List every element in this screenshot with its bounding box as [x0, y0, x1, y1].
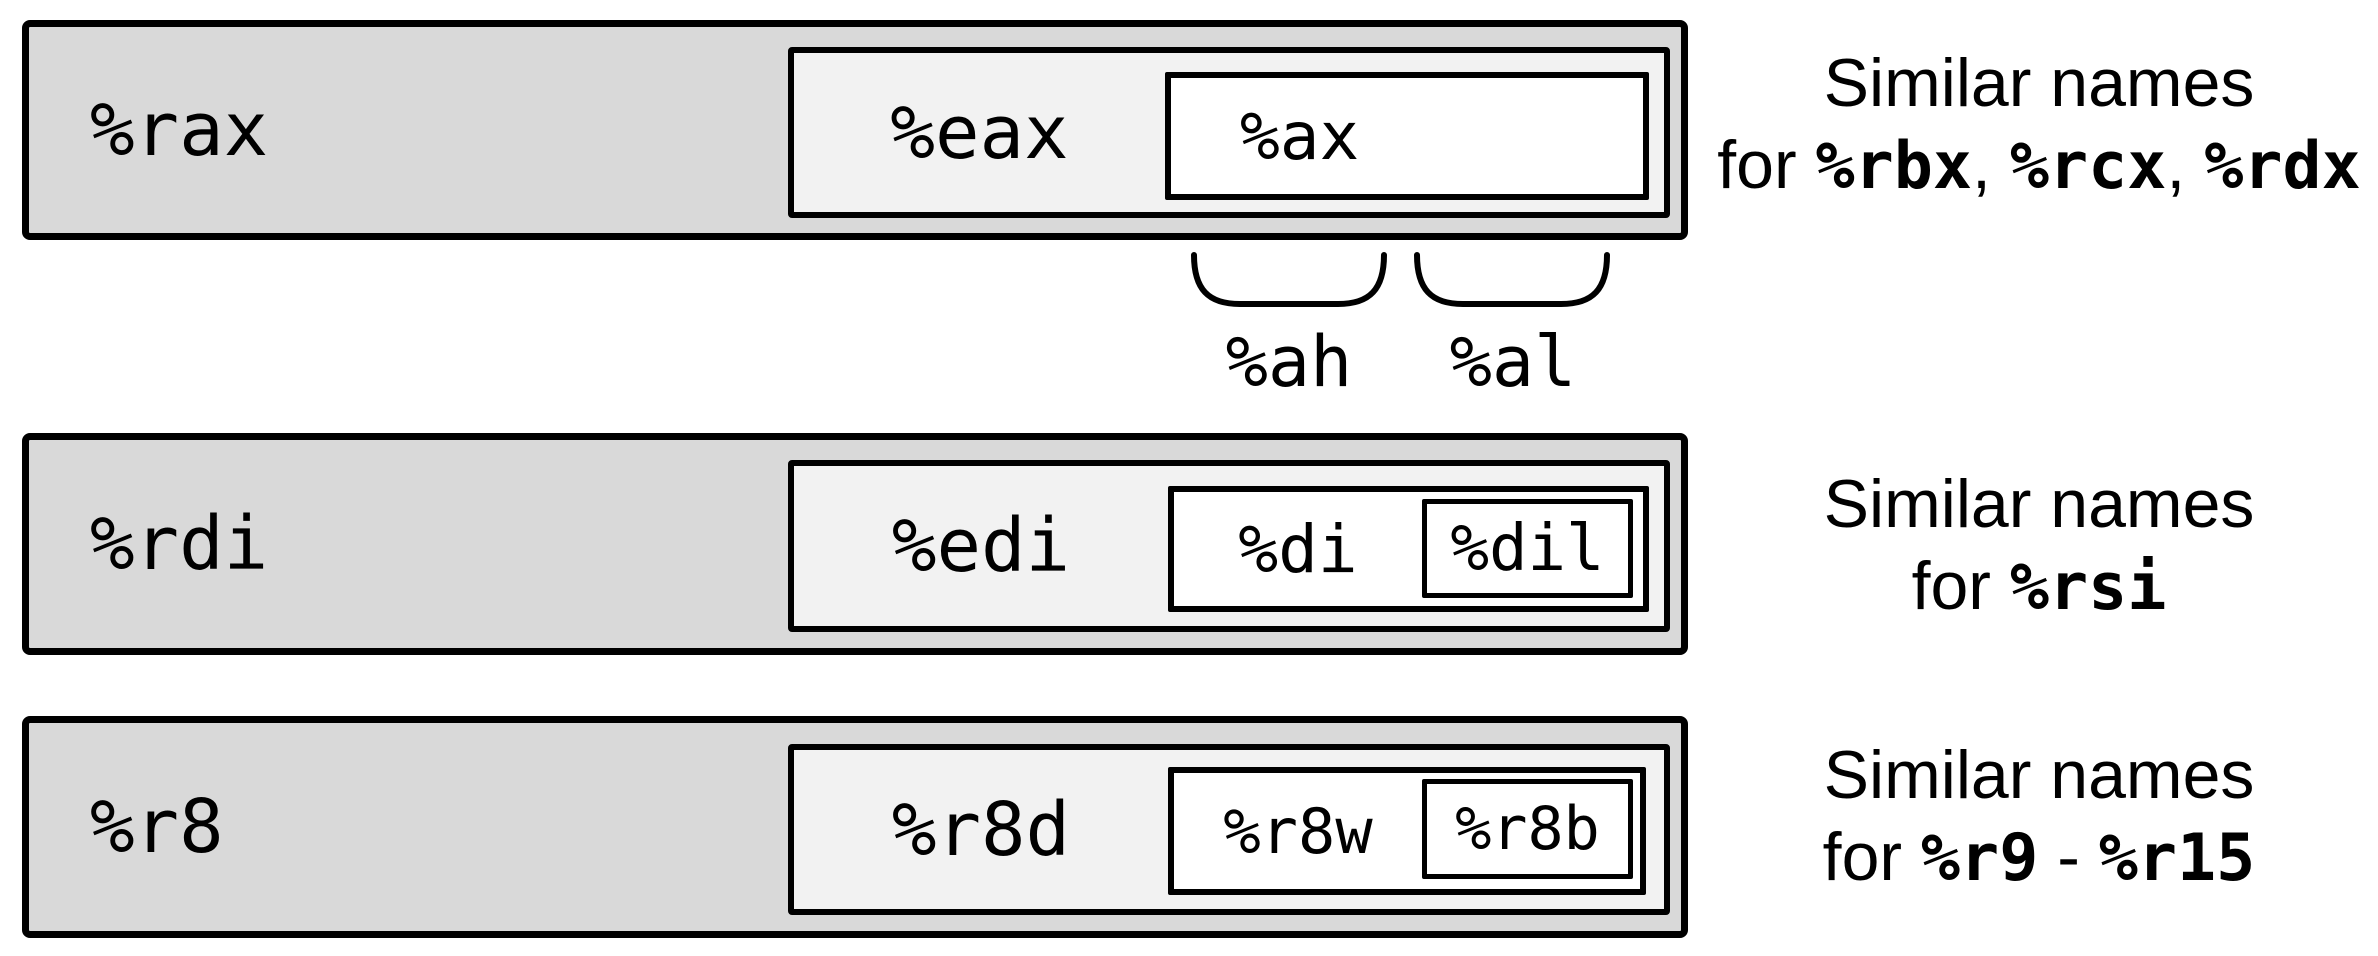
r8-label: %r8 — [90, 784, 224, 870]
edi-label: %edi — [891, 503, 1071, 589]
note-text: for — [1822, 819, 1921, 895]
note-r8-line2: for %r9 - %r15 — [1700, 816, 2378, 900]
r8b-box: %r8b — [1422, 779, 1633, 879]
di-label: %di — [1238, 510, 1358, 588]
r8b-label: %r8b — [1455, 794, 1600, 864]
ax-box — [1165, 72, 1649, 200]
note-reg-rcx: %rcx — [2009, 129, 2167, 204]
note-rdi-line2: for %rsi — [1700, 545, 2378, 629]
note-rdi-line1: Similar names — [1823, 466, 2255, 542]
note-text: , — [1972, 127, 2010, 203]
note-rax: Similar names for %rbx, %rcx, %rdx — [1700, 42, 2378, 208]
ah-bracket-icon — [1190, 252, 1388, 310]
note-rdi: Similar names for %rsi — [1700, 463, 2378, 629]
rax-label: %rax — [90, 87, 269, 173]
note-r8: Similar names for %r9 - %r15 — [1700, 734, 2378, 900]
note-text: - — [2038, 819, 2099, 895]
note-rax-line1: Similar names — [1823, 45, 2255, 121]
al-label: %al — [1449, 321, 1577, 403]
note-text: for — [1911, 548, 2010, 624]
dil-box: %dil — [1422, 499, 1633, 598]
note-reg-rbx: %rbx — [1815, 129, 1973, 204]
dil-label: %dil — [1450, 511, 1605, 586]
note-reg-r15: %r15 — [2098, 821, 2256, 896]
note-reg-rdx: %rdx — [2204, 129, 2361, 204]
al-bracket-icon — [1413, 252, 1611, 310]
eax-label: %eax — [890, 89, 1069, 176]
note-text: for — [1717, 127, 1816, 203]
note-text: , — [2166, 127, 2205, 203]
ah-label: %ah — [1225, 321, 1353, 403]
r8d-label: %r8d — [891, 786, 1071, 873]
note-r8-line1: Similar names — [1823, 737, 2255, 813]
r8w-label: %r8w — [1223, 794, 1373, 868]
note-reg-r9: %r9 — [1920, 821, 2039, 896]
ax-label: %ax — [1240, 97, 1360, 175]
note-reg-rsi: %rsi — [2009, 550, 2167, 625]
note-rax-line2: for %rbx, %rcx, %rdx — [1700, 124, 2378, 208]
rdi-label: %rdi — [90, 501, 269, 587]
